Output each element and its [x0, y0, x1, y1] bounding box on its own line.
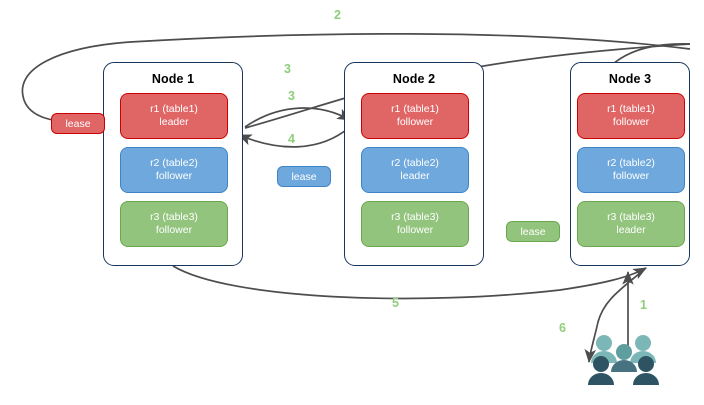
step-label-3a: 3	[284, 62, 291, 76]
replica-role: follower	[396, 116, 434, 128]
node-container-node2[interactable]: Node 2 r1 (table1) follower r2 (table2) …	[344, 62, 484, 266]
replica-node1-r1[interactable]: r1 (table1) leader	[120, 93, 228, 139]
step-label-1: 1	[640, 298, 647, 312]
lease-badge-green[interactable]: lease	[506, 221, 560, 242]
replica-name: r3 (table3)	[607, 211, 655, 223]
replica-node2-r2[interactable]: r2 (table2) leader	[361, 147, 469, 193]
replica-name: r1 (table1)	[391, 103, 439, 115]
node-title: Node 2	[392, 72, 436, 86]
replica-node3-r1[interactable]: r1 (table1) follower	[577, 93, 685, 139]
replica-node1-r3[interactable]: r3 (table3) follower	[120, 201, 228, 247]
replica-role: follower	[155, 170, 193, 182]
replica-name: r2 (table2)	[607, 157, 655, 169]
node-container-node1[interactable]: Node 1 r1 (table1) leader r2 (table2) fo…	[103, 62, 243, 266]
arrow-step-3-node2	[244, 107, 351, 128]
replica-node3-r2[interactable]: r2 (table2) follower	[577, 147, 685, 193]
replica-name: r1 (table1)	[150, 103, 198, 115]
replica-node1-r2[interactable]: r2 (table2) follower	[120, 147, 228, 193]
replica-node2-r3[interactable]: r3 (table3) follower	[361, 201, 469, 247]
replica-name: r3 (table3)	[150, 211, 198, 223]
replica-node3-r3[interactable]: r3 (table3) leader	[577, 201, 685, 247]
replica-node2-r1[interactable]: r1 (table1) follower	[361, 93, 469, 139]
node-title: Node 1	[151, 72, 195, 86]
replica-role: follower	[612, 116, 650, 128]
replica-name: r2 (table2)	[150, 157, 198, 169]
node-title: Node 3	[608, 72, 652, 86]
replica-role: follower	[612, 170, 650, 182]
replica-role: leader	[616, 224, 646, 236]
step-label-6: 6	[559, 321, 566, 335]
node-container-node3[interactable]: Node 3 r1 (table1) follower r2 (table2) …	[570, 62, 690, 266]
replica-name: r2 (table2)	[391, 157, 439, 169]
people-icon	[588, 335, 659, 385]
replica-role: follower	[155, 224, 193, 236]
step-label-3b: 3	[288, 89, 295, 103]
replica-role: leader	[159, 116, 189, 128]
replica-name: r3 (table3)	[391, 211, 439, 223]
step-label-5: 5	[392, 296, 399, 310]
arrow-step-5	[172, 265, 647, 300]
lease-badge-red[interactable]: lease	[51, 113, 105, 134]
step-label-4: 4	[288, 132, 295, 146]
replica-role: follower	[396, 224, 434, 236]
step-label-2: 2	[334, 8, 341, 22]
replica-name: r1 (table1)	[607, 103, 655, 115]
lease-badge-blue[interactable]: lease	[277, 166, 331, 187]
replica-role: leader	[400, 170, 430, 182]
